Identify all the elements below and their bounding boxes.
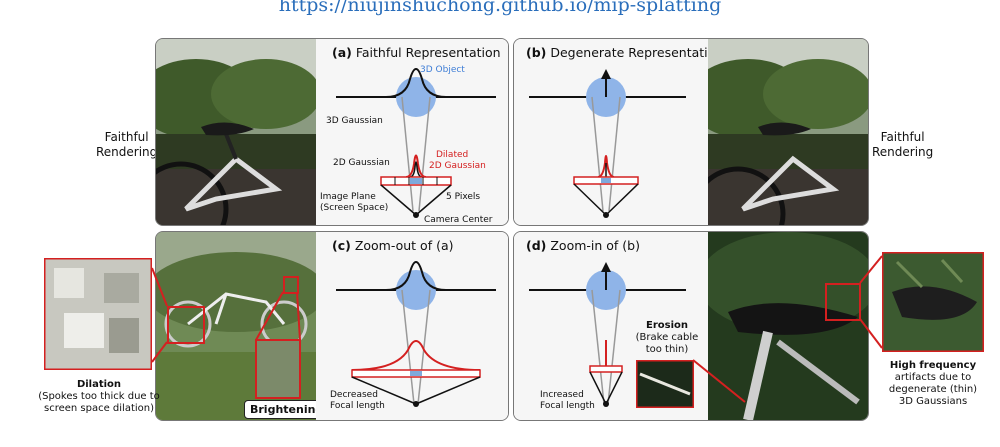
dilation-line1: (Spokes too thick due to [38, 391, 160, 402]
panel-a-tag: (a) [332, 45, 352, 60]
label-2d-gaussian: 2D Gaussian [333, 158, 390, 168]
project-url[interactable]: https://niujinshuchong.github.io/mip-spl… [278, 0, 722, 16]
right-label-line2: Rendering [872, 145, 934, 159]
camera-center-dot [413, 212, 419, 218]
label-3d-gaussian: 3D Gaussian [326, 116, 383, 126]
label-image-plane-2: (Screen Space) [320, 203, 388, 213]
right-faithful-label: Faithful Rendering [872, 130, 933, 160]
left-faithful-label: Faithful Rendering [96, 130, 157, 160]
label-camera-center: Camera Center [424, 215, 493, 225]
erosion-line1: (Brake cable [635, 332, 699, 343]
panel-c-title: (c) Zoom-out of (a) [332, 238, 454, 253]
gaussian-curve [385, 68, 447, 98]
panel-a-frame: (a) Faithful Representation 3D Object 3D… [155, 38, 509, 226]
panel-b-title: (b) Degenerate Representation [526, 45, 723, 60]
label-5-pixels: 5 Pixels [446, 192, 480, 202]
panel-d-title-text: Zoom-in of (b) [550, 238, 640, 253]
bicycle-photo-zoomout [156, 232, 316, 420]
left-label-line2: Rendering [96, 145, 158, 159]
dilation-caption: Dilation (Spokes too thick due to screen… [32, 379, 166, 415]
panel-d-frame: (d) Zoom-in of (b) Increased Focal lengt… [513, 231, 869, 421]
panel-d-title: (d) Zoom-in of (b) [526, 238, 640, 253]
diagram-c: Decreased Focal length [330, 261, 496, 411]
highfreq-caption: High frequency artifacts due to degenera… [870, 360, 996, 408]
dilation-inset [44, 258, 152, 370]
erosion-inset [636, 360, 694, 408]
panel-b-tag: (b) [526, 45, 547, 60]
erosion-line2: too thin) [645, 344, 689, 355]
diagram-a: 3D Object 3D Gaussian 2D Gaussian Dilate… [320, 65, 496, 225]
label-image-plane-1: Image Plane [320, 192, 376, 202]
dilation-line2: screen space dilation) [43, 403, 155, 414]
erosion-title: Erosion [645, 320, 688, 331]
bicycle-photo-zoomin [708, 232, 868, 420]
dilation-title: Dilation [76, 379, 122, 390]
highfreq-title: High frequency [889, 360, 977, 371]
erosion-caption: Erosion (Brake cable too thin) [632, 320, 702, 356]
label-dilated-2: 2D Gaussian [429, 161, 486, 171]
left-label-line1: Faithful [104, 130, 149, 144]
right-label-line1: Faithful [880, 130, 925, 144]
panel-b-title-text: Degenerate Representation [550, 45, 724, 60]
bicycle-photo-top-left [156, 39, 316, 225]
highfreq-inset [882, 252, 984, 352]
panel-a-title: (a) Faithful Representation [332, 45, 501, 60]
label-increased-1: Increased [540, 390, 584, 400]
label-decreased-2: Focal length [330, 401, 385, 411]
panel-c-frame: Brightening (c) Zoom-out of (a) Decrease… [155, 231, 509, 421]
label-3d-object: 3D Object [420, 65, 465, 75]
diagram-b [529, 69, 686, 218]
panel-c-title-text: Zoom-out of (a) [354, 238, 454, 253]
label-increased-2: Focal length [540, 401, 595, 411]
label-decreased-1: Decreased [330, 390, 378, 400]
diagram-d: Increased Focal length [529, 262, 686, 411]
panel-a-title-text: Faithful Representation [355, 45, 501, 60]
highfreq-line3: 3D Gaussians [898, 396, 968, 407]
panel-d-tag: (d) [526, 238, 547, 253]
highfreq-line2: degenerate (thin) [888, 384, 978, 395]
highfreq-line1: artifacts due to [894, 372, 972, 383]
panel-b-frame: (b) Degenerate Representation [513, 38, 869, 226]
label-dilated-1: Dilated [436, 150, 468, 160]
panel-c-tag: (c) [332, 238, 351, 253]
bicycle-photo-top-right [708, 39, 868, 225]
brightening-badge: Brightening [244, 400, 330, 419]
